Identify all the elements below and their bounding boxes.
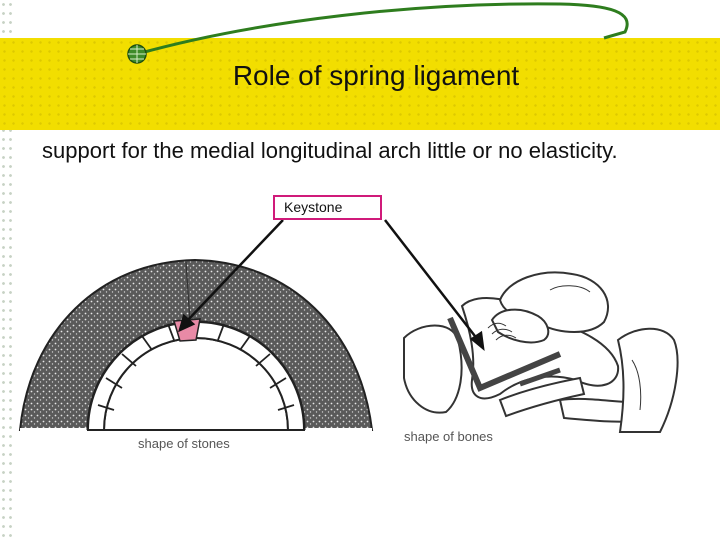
title-band xyxy=(0,38,720,130)
caption-bones: shape of bones xyxy=(404,429,493,444)
slide-subtitle: support for the medial longitudinal arch… xyxy=(42,138,618,163)
caption-stones: shape of stones xyxy=(138,436,230,451)
globe-icon xyxy=(127,44,147,64)
arch-stone-joints xyxy=(97,323,295,411)
decorative-swoosh xyxy=(127,2,629,64)
bone-shading xyxy=(487,285,642,411)
title-band-texture xyxy=(0,38,720,130)
keystone-arrows xyxy=(178,219,485,351)
slide-title: Role of spring ligament xyxy=(232,60,520,91)
stone-arch-figure: shape of stones xyxy=(18,258,374,451)
spring-ligament xyxy=(447,316,562,392)
keystone-label: Keystone xyxy=(273,195,382,220)
foot-bones-figure: shape of bones xyxy=(403,271,679,444)
left-background-pattern xyxy=(0,0,14,540)
